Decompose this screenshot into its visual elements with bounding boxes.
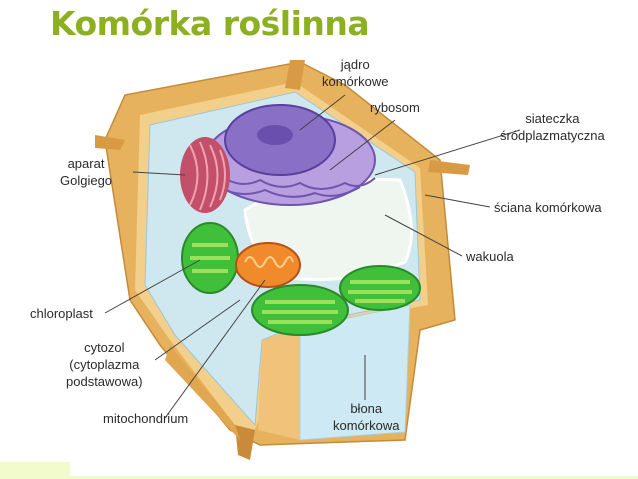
label-vacuole: wakuola: [466, 249, 514, 264]
label-nucleus: jądro komórkowe: [322, 56, 388, 90]
label-line: aparat: [67, 156, 105, 171]
nucleus: [204, 104, 376, 206]
chloroplast-2: [251, 284, 349, 336]
chloroplast-3: [339, 265, 421, 311]
label-line: podstawowa): [66, 374, 143, 389]
label-line: komórkowa: [333, 418, 400, 433]
page-title: Komórka roślinna: [50, 4, 370, 43]
label-line: śródplazmatyczna: [500, 128, 605, 143]
label-line: Golgiego: [60, 173, 113, 188]
label-er: siateczka śródplazmatyczna: [500, 110, 605, 144]
label-line: komórkowe: [322, 74, 389, 89]
label-line: (cytoplazma: [69, 357, 140, 372]
label-cell-wall: ściana komórkowa: [494, 200, 602, 215]
golgi-apparatus: [180, 137, 230, 213]
label-membrane: błona komórkowa: [333, 400, 399, 434]
footer-bar: [0, 462, 70, 479]
label-golgi: aparat Golgiego: [60, 155, 112, 189]
label-line: cytozol: [84, 340, 125, 355]
label-cytosol: cytozol (cytoplazma podstawowa): [66, 339, 143, 390]
footer-line: [70, 476, 638, 479]
mitochondrion: [235, 242, 301, 288]
label-ribosome: rybosom: [370, 100, 420, 115]
leader-lines: [104, 94, 521, 419]
label-mitochondrion: mitochondrium: [103, 411, 189, 426]
chloroplast-1: [181, 222, 239, 294]
label-line: błona: [350, 401, 383, 416]
label-line: jądro: [340, 57, 370, 72]
label-line: siateczka: [525, 111, 580, 126]
label-chloroplast: chloroplast: [30, 306, 93, 321]
